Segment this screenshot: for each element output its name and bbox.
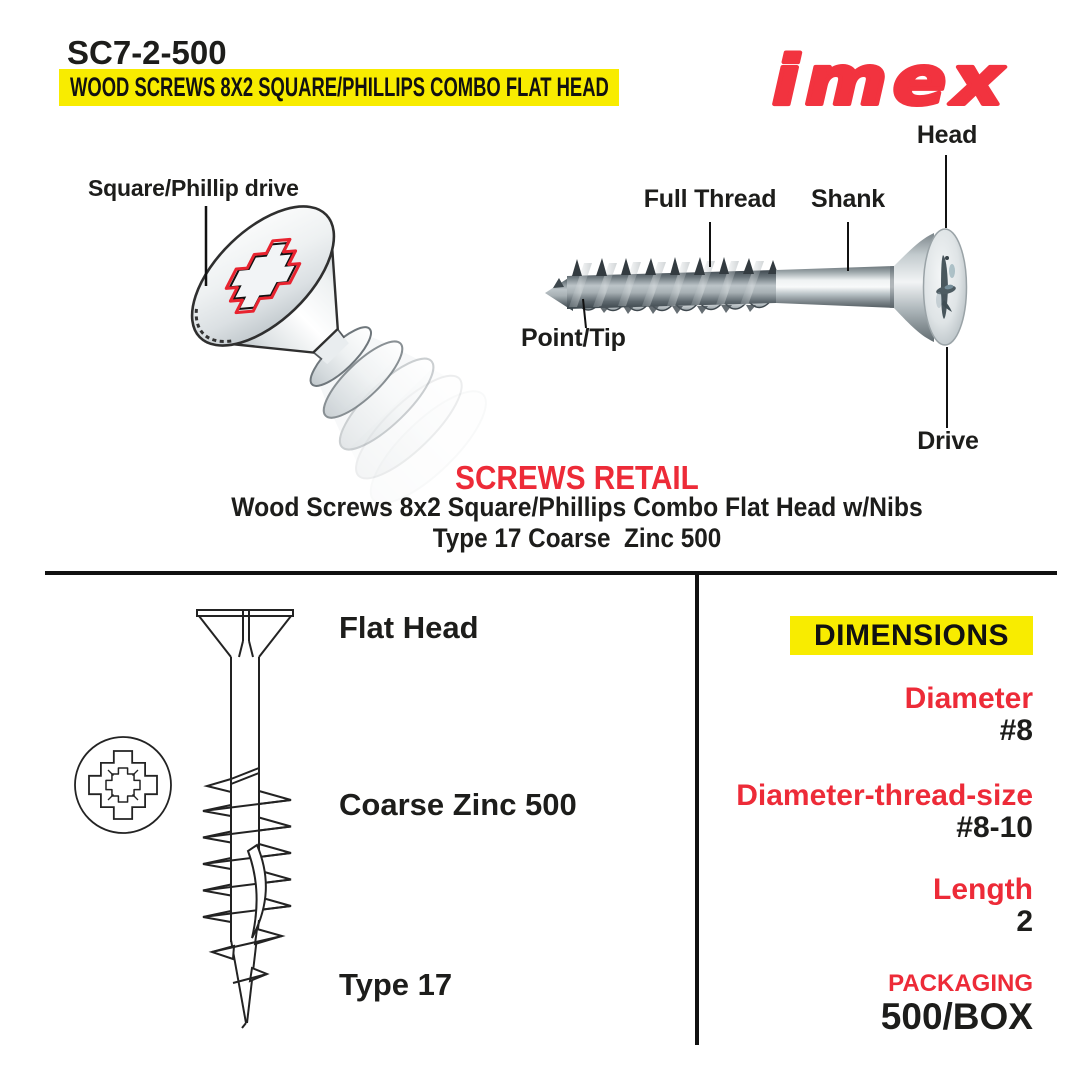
drive-label: Drive: [917, 427, 979, 455]
dimensions-heading: DIMENSIONS: [813, 618, 1010, 652]
dimension-value-packaging: 500/BOX: [880, 996, 1033, 1037]
imex-logo: imex: [770, 40, 1009, 123]
dimension-label-thread-size: Diameter-thread-size: [736, 779, 1033, 812]
feature-head-type: Flat Head: [339, 610, 479, 645]
full-thread-label: Full Thread: [643, 185, 777, 213]
title-banner-text: WOOD SCREWS 8X2 SQUARE/PHILLIPS COMBO FL…: [70, 72, 609, 102]
spec-line: Type 17 Coarse Zinc 500: [432, 523, 722, 553]
dimension-value-thread-size: #8-10: [956, 811, 1033, 844]
head-label: Head: [916, 121, 978, 149]
horizontal-divider: [45, 571, 1057, 575]
dimension-value-diameter: #8: [999, 714, 1033, 747]
point-tip-label: Point/Tip: [521, 324, 626, 352]
screw-line-drawing: [40, 609, 294, 1029]
screw-photo-diagram: [545, 155, 968, 428]
drive-callout-label: Square/Phillip drive: [88, 175, 299, 201]
screw-head-3d-illustration: [150, 180, 487, 505]
dimension-label-length: Length: [933, 873, 1033, 906]
vertical-divider: [695, 575, 699, 1045]
dimensions-banner: DIMENSIONS: [790, 616, 1033, 655]
dimension-value-length: 2: [1016, 905, 1033, 938]
dimension-label-packaging: PACKAGING: [888, 970, 1033, 997]
sku-code: SC7-2-500: [67, 34, 227, 71]
retail-heading: SCREWS RETAIL: [455, 459, 699, 496]
title-banner: WOOD SCREWS 8X2 SQUARE/PHILLIPS COMBO FL…: [59, 69, 619, 106]
dimension-label-diameter: Diameter: [904, 682, 1033, 715]
shank-label: Shank: [810, 185, 886, 213]
feature-thread-finish: Coarse Zinc 500: [339, 787, 577, 822]
svg-text:imex: imex: [772, 42, 1009, 120]
description-line: Wood Screws 8x2 Square/Phillips Combo Fl…: [231, 492, 923, 522]
feature-point-type: Type 17: [339, 967, 453, 1002]
